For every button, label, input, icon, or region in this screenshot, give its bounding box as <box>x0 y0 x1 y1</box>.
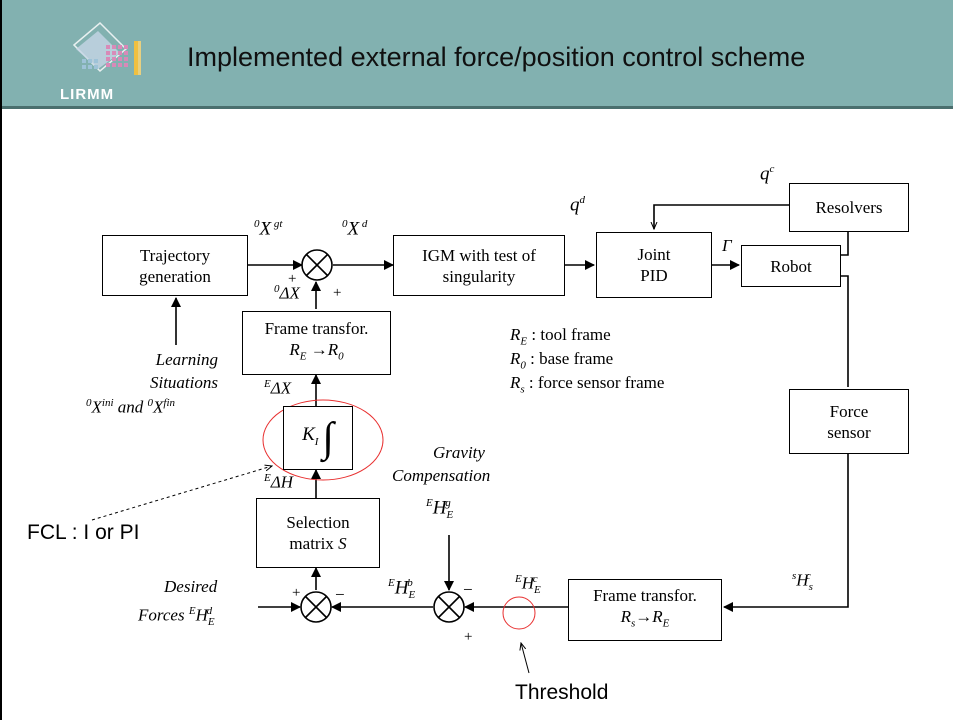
label-forces: Forces EHEd <box>138 605 215 629</box>
label-fcl: FCL : I or PI <box>27 521 140 544</box>
joint-pid-block: Joint PID <box>596 232 712 298</box>
legend-re: RE : tool frame <box>510 325 611 348</box>
selection-matrix-block: Selection matrix S <box>256 498 380 568</box>
label-delta-x0: 0ΔX <box>274 283 300 303</box>
frame-transfor-bottom-sub: Rs→RE <box>620 607 670 630</box>
label-plus-b: + <box>333 285 342 301</box>
frame-transfor-bottom-block: Frame transfor. Rs→RE <box>568 579 722 641</box>
edge-robot-force-sensor <box>841 275 849 387</box>
sum-junction-2 <box>300 591 332 623</box>
integral-icon: ∫ <box>322 414 334 461</box>
edge-sensor-frame <box>723 454 849 612</box>
frame-transfor-bottom-label: Frame transfor. <box>593 586 697 606</box>
label-q-d: qd <box>570 194 585 216</box>
label-q-c: qc <box>760 163 775 185</box>
label-delta-xe: EΔX <box>264 378 292 398</box>
org-name: LIRMM <box>60 86 115 103</box>
frame-transfor-top-label: Frame transfor. <box>264 319 369 339</box>
label-minus-desired: − <box>335 585 345 604</box>
selection-label-1: Selection <box>286 513 350 532</box>
threshold-pointer <box>521 643 530 674</box>
edge-resolvers-pid <box>654 204 789 229</box>
selection-label-2: matrix S <box>289 534 347 553</box>
resolvers-block: Resolvers <box>789 183 909 232</box>
ki-integrator-block: KI∫ <box>283 406 353 470</box>
fcl-pointer <box>91 466 272 521</box>
label-x-d: 0X d <box>342 218 368 240</box>
sum-junction-3 <box>433 591 465 623</box>
legend-rs: Rs : force sensor frame <box>510 373 665 396</box>
label-gamma: Γ <box>722 236 732 255</box>
threshold-highlight-circle <box>502 596 536 630</box>
legend-r0: R0 : base frame <box>510 349 614 372</box>
frame-transfor-top-sub: RE →R0 <box>289 340 344 363</box>
frame-transfor-top-block: Frame transfor. RE →R0 <box>242 311 391 375</box>
label-plus-desired: + <box>292 585 301 601</box>
slide-title: Implemented external force/position cont… <box>187 42 806 72</box>
label-minus-grav: − <box>463 580 473 599</box>
label-sh-c: sHsc <box>792 570 813 594</box>
robot-block: Robot <box>741 245 841 287</box>
label-ini-fin: 0Xini and 0Xfin <box>86 397 176 417</box>
header-band <box>2 0 953 108</box>
label-plus-bottom: + <box>464 629 473 645</box>
edge-robot-resolvers <box>841 232 849 256</box>
trajectory-generation-block: Trajectory generation <box>102 235 248 296</box>
label-threshold: Threshold <box>515 681 609 704</box>
ki-label: KI <box>302 423 319 448</box>
label-h-c: EHEc <box>515 573 541 597</box>
label-plus-a: + <box>288 271 297 287</box>
header-divider <box>2 106 953 109</box>
label-delta-he: EΔH <box>264 472 293 492</box>
label-situations: Situations <box>149 373 218 392</box>
label-h-b: EHEb <box>388 577 416 602</box>
label-learning: Learning <box>155 350 218 369</box>
igm-block: IGM with test of singularity <box>393 235 565 296</box>
label-h-g: EHEg <box>426 497 454 522</box>
label-compensation: Compensation <box>392 466 491 485</box>
label-desired: Desired <box>164 577 218 596</box>
sum-junction-1 <box>301 249 333 281</box>
force-sensor-block: Force sensor <box>789 389 909 454</box>
label-gravity: Gravity <box>433 443 485 462</box>
lirmm-logo-icon <box>72 21 141 75</box>
label-x-gt: 0X gt <box>254 218 283 240</box>
